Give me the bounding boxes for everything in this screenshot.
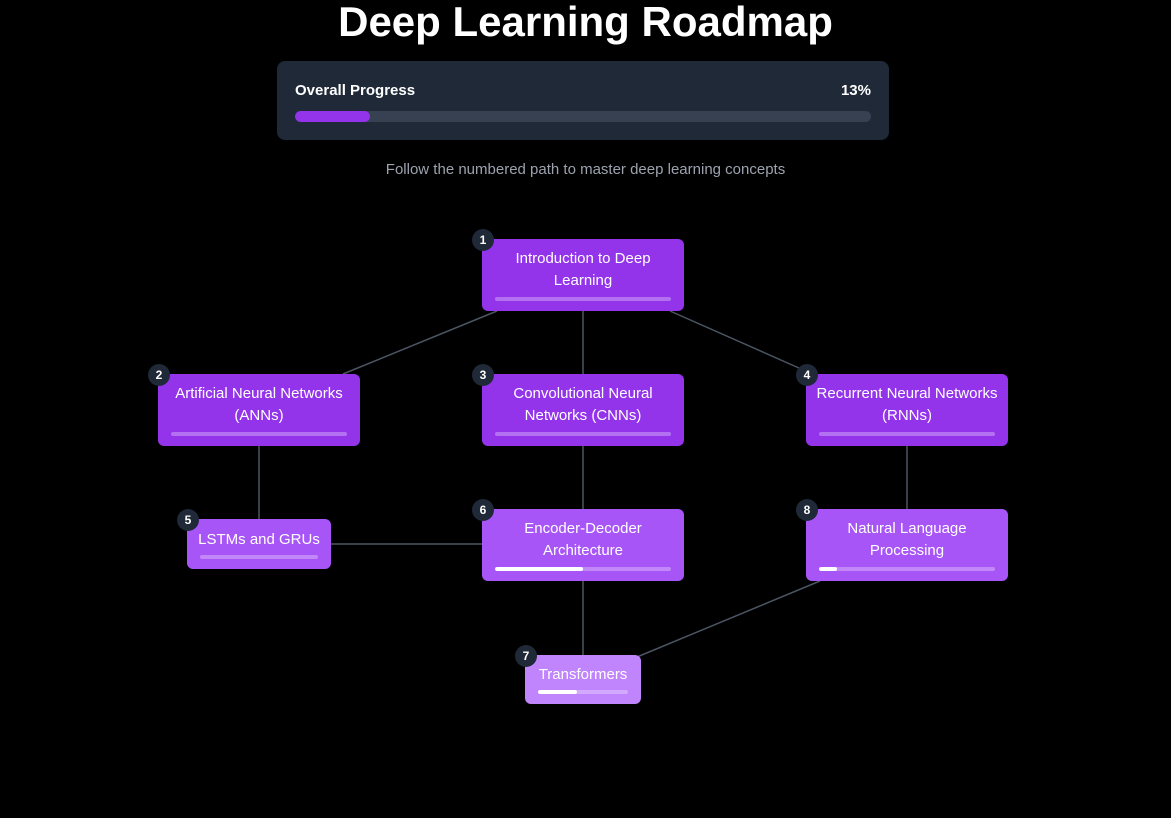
roadmap-node-encoder-decoder[interactable]: 6 Encoder-Decoder Architecture <box>472 499 684 581</box>
node-label: Recurrent Neural Networks (RNNs) <box>816 385 998 424</box>
step-number-badge: 8 <box>796 499 818 521</box>
node-label: LSTMs and GRUs <box>198 531 320 548</box>
node-progress-bar <box>819 567 995 571</box>
node-progress-fill <box>819 567 837 571</box>
overall-progress-card: Overall Progress 13% <box>277 61 889 140</box>
node-label: Encoder-Decoder Architecture <box>524 520 642 559</box>
node-progress-bar <box>819 432 995 436</box>
step-number-badge: 2 <box>148 364 170 386</box>
node-progress-bar <box>538 690 628 694</box>
roadmap-node-transformers[interactable]: 7 Transformers <box>515 645 641 704</box>
node-label: Transformers <box>538 666 628 683</box>
node-progress-bar <box>200 555 318 559</box>
node-progress-bar <box>171 432 347 436</box>
step-number-badge: 1 <box>472 229 494 251</box>
roadmap-node-anns[interactable]: 2 Artificial Neural Networks (ANNs) <box>148 364 360 446</box>
edge-8-7 <box>636 580 821 658</box>
step-number-badge: 6 <box>472 499 494 521</box>
node-label: Artificial Neural Networks (ANNs) <box>175 385 343 424</box>
roadmap-node-lstms-grus[interactable]: 5 LSTMs and GRUs <box>177 509 331 569</box>
step-number-badge: 5 <box>177 509 199 531</box>
subtitle: Follow the numbered path to master deep … <box>385 161 786 178</box>
step-number-badge: 3 <box>472 364 494 386</box>
roadmap-node-nlp[interactable]: 8 Natural Language Processing <box>796 499 1008 581</box>
page-title: Deep Learning Roadmap <box>338 0 833 45</box>
node-progress-bar <box>495 432 671 436</box>
roadmap-node-rnns[interactable]: 4 Recurrent Neural Networks (RNNs) <box>796 364 1008 446</box>
node-progress-bar <box>495 297 671 301</box>
overall-progress-fill <box>295 111 370 122</box>
overall-progress-value: 13% <box>840 82 871 99</box>
edge-1-2 <box>342 310 498 375</box>
step-number-badge: 4 <box>796 364 818 386</box>
node-label: Convolutional Neural Networks (CNNs) <box>513 385 653 424</box>
node-progress-fill <box>495 567 583 571</box>
overall-progress-bar <box>295 111 871 122</box>
overall-progress-label: Overall Progress <box>295 82 416 99</box>
node-label: Introduction to Deep Learning <box>515 250 651 289</box>
node-progress-bar <box>495 567 671 571</box>
node-label: Natural Language Processing <box>847 520 967 559</box>
step-number-badge: 7 <box>515 645 537 667</box>
edge-1-4 <box>669 310 809 373</box>
roadmap-node-intro-deep-learning[interactable]: 1 Introduction to Deep Learning <box>472 229 684 311</box>
roadmap-node-cnns[interactable]: 3 Convolutional Neural Networks (CNNs) <box>472 364 684 446</box>
node-progress-fill <box>538 690 577 694</box>
